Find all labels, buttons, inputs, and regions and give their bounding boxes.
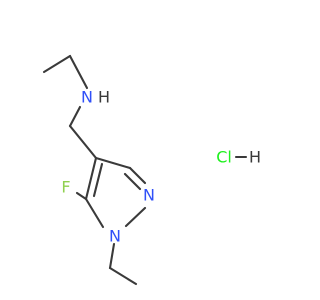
bond-ch2-n-top [68, 54, 89, 90]
bond-ch2-c4 [68, 124, 98, 160]
atom-nitrogen-ring-2: N [143, 186, 155, 205]
bond-c5-c4-double [92, 162, 104, 198]
bond-ch3-ch2-top [42, 54, 72, 74]
bond-n-ch2-linker [68, 105, 82, 128]
chemical-structure-diagram: N H N N F Cl H [42, 54, 261, 286]
bond-n1-ch2-bottom [108, 242, 116, 270]
bond-n1-c5 [84, 197, 105, 229]
salt-chlorine: Cl [216, 148, 232, 167]
bond-c3-n2 [128, 166, 147, 185]
atom-nitrogen-ring-1: N [109, 227, 121, 246]
bond-c5-c4 [84, 156, 98, 201]
atom-hydrogen-amine: H [98, 88, 110, 107]
bond-c5-f [75, 191, 88, 201]
bond-c3-n2-double [123, 172, 142, 191]
bond-n2-n1 [124, 206, 147, 228]
salt-hydrogen: H [249, 148, 261, 167]
atom-fluorine: F [61, 178, 70, 197]
bond-c4-c3 [94, 156, 132, 170]
bond-ch2-ch3-bottom [108, 266, 138, 286]
atom-nitrogen-amine: N [81, 88, 93, 107]
